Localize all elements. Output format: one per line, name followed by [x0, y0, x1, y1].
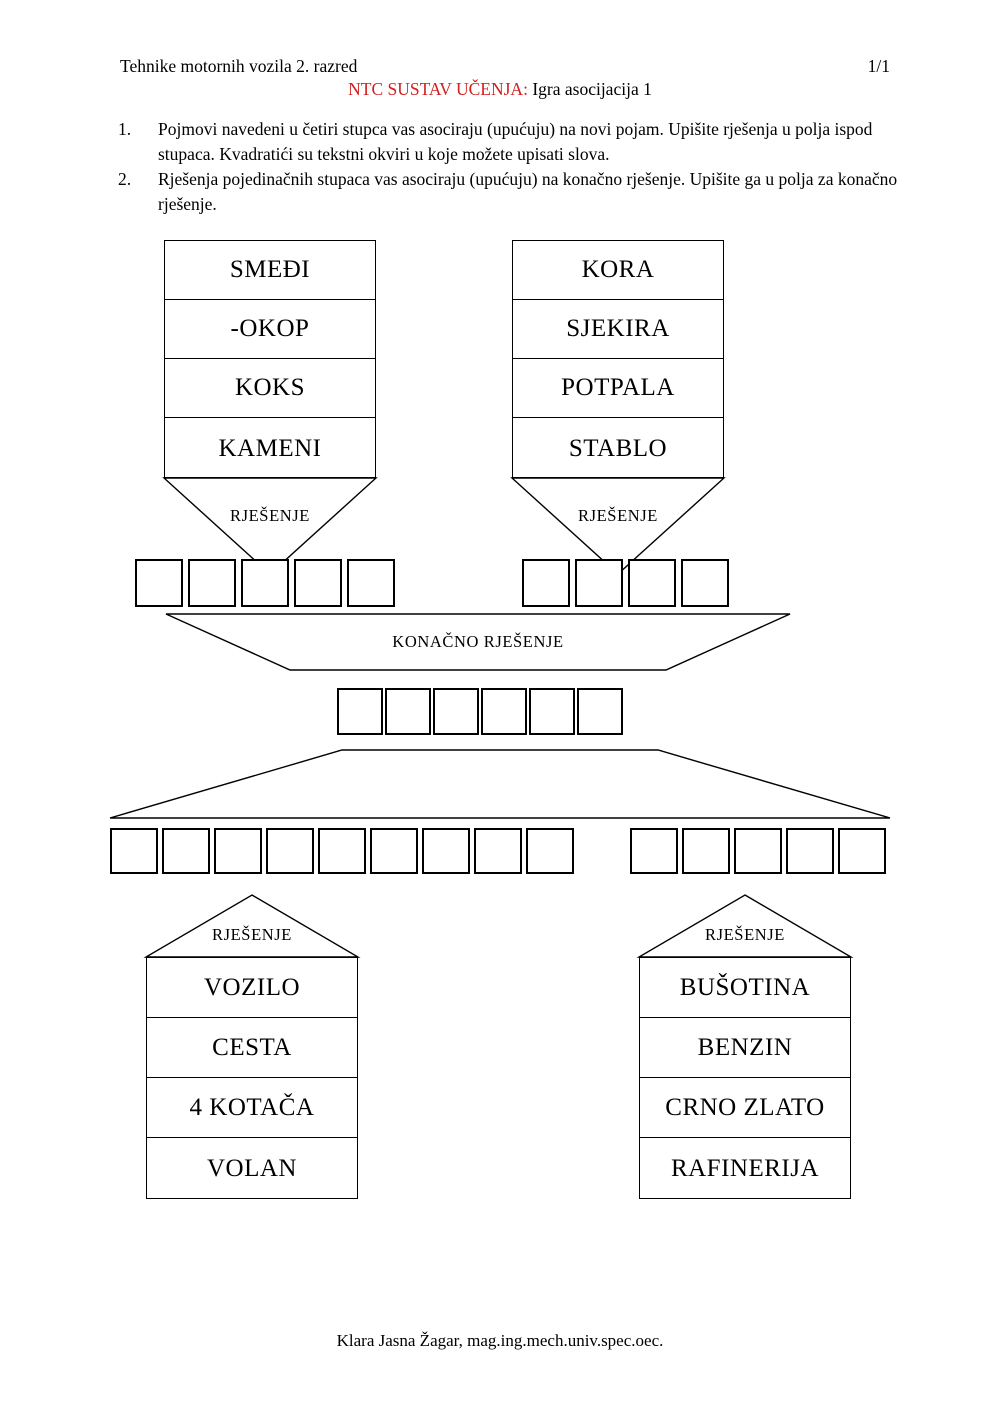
- column-d-cell-1: BUŠOTINA: [640, 958, 850, 1018]
- letter-box[interactable]: [385, 688, 431, 735]
- letter-box[interactable]: [526, 828, 574, 874]
- lower-spread-trapezoid: [109, 749, 891, 819]
- letter-box[interactable]: [786, 828, 834, 874]
- column-d-funnel-label: RJEŠENJE: [705, 925, 785, 944]
- letter-box[interactable]: [734, 828, 782, 874]
- column-b-funnel-label: RJEŠENJE: [578, 506, 658, 525]
- letter-box[interactable]: [474, 828, 522, 874]
- subtitle-brand: NTC SUSTAV UČENJA:: [348, 79, 528, 99]
- header-title: Tehnike motornih vozila 2. razred: [120, 56, 358, 76]
- letter-box[interactable]: [422, 828, 470, 874]
- letter-box[interactable]: [529, 688, 575, 735]
- instruction-number: 1.: [118, 119, 132, 139]
- column-b-cell-1: KORA: [513, 241, 723, 300]
- final-solution-funnel: KONAČNO RJEŠENJE: [165, 613, 791, 671]
- column-d: BUŠOTINA BENZIN CRNO ZLATO RAFINERIJA: [639, 957, 851, 1199]
- instruction-number: 2.: [118, 168, 132, 189]
- column-d-funnel: RJEŠENJE: [636, 894, 854, 958]
- letter-box[interactable]: [266, 828, 314, 874]
- column-a-cell-4: KAMENI: [218, 434, 322, 462]
- column-a-answer-boxes[interactable]: [135, 559, 395, 607]
- letter-box[interactable]: [188, 559, 236, 607]
- column-b: KORA SJEKIRA POTPALA STABLO: [512, 240, 724, 478]
- column-c-cell-4: VOLAN: [207, 1155, 297, 1182]
- column-c-funnel-label: RJEŠENJE: [212, 925, 292, 944]
- instruction-item: 1. Pojmovi navedeni u četiri stupca vas …: [118, 117, 898, 167]
- column-b-cell-2: SJEKIRA: [513, 300, 723, 359]
- column-d-cell-4: RAFINERIJA: [670, 1155, 820, 1182]
- letter-box[interactable]: [294, 559, 342, 607]
- letter-box[interactable]: [318, 828, 366, 874]
- letter-box[interactable]: [575, 559, 623, 607]
- subtitle-rest: Igra asocijacija 1: [527, 79, 652, 99]
- page-footer: Klara Jasna Žagar, mag.ing.mech.univ.spe…: [336, 1331, 664, 1350]
- column-c-cell-2: CESTA: [147, 1018, 357, 1078]
- letter-box[interactable]: [630, 828, 678, 874]
- letter-box[interactable]: [110, 828, 158, 874]
- column-c: VOZILO CESTA 4 KOTAČA VOLAN: [146, 957, 358, 1199]
- letter-box[interactable]: [682, 828, 730, 874]
- instruction-item: 2. Rješenja pojedinačnih stupaca vas aso…: [118, 167, 898, 217]
- letter-box[interactable]: [628, 559, 676, 607]
- column-b-answer-boxes[interactable]: [522, 559, 729, 607]
- letter-box[interactable]: [241, 559, 289, 607]
- letter-box[interactable]: [681, 559, 729, 607]
- instruction-text: Rješenja pojedinačnih stupaca vas asocir…: [158, 168, 898, 214]
- column-c-cell-1: VOZILO: [147, 958, 357, 1018]
- final-answer-boxes[interactable]: [337, 688, 623, 735]
- column-a: SMEĐI -OKOP KOKS KAMENI: [164, 240, 376, 478]
- column-a-cell-1: SMEĐI: [165, 241, 375, 300]
- column-a-cell-3: KOKS: [165, 359, 375, 418]
- letter-box[interactable]: [214, 828, 262, 874]
- column-b-cell-3: POTPALA: [513, 359, 723, 418]
- column-c-answer-boxes[interactable]: [110, 828, 574, 874]
- column-d-cell-3: CRNO ZLATO: [640, 1078, 850, 1138]
- column-c-funnel: RJEŠENJE: [143, 894, 361, 958]
- letter-box[interactable]: [162, 828, 210, 874]
- column-c-cell-3: 4 KOTAČA: [147, 1078, 357, 1138]
- letter-box[interactable]: [337, 688, 383, 735]
- instruction-text: Pojmovi navedeni u četiri stupca vas aso…: [158, 119, 873, 164]
- letter-box[interactable]: [577, 688, 623, 735]
- column-b-cell-4: STABLO: [568, 434, 668, 462]
- column-d-answer-boxes[interactable]: [630, 828, 886, 874]
- worksheet-subtitle: NTC SUSTAV UČENJA: Igra asocijacija 1: [0, 79, 1000, 100]
- letter-box[interactable]: [370, 828, 418, 874]
- column-d-cell-2: BENZIN: [640, 1018, 850, 1078]
- letter-box[interactable]: [135, 559, 183, 607]
- letter-box[interactable]: [838, 828, 886, 874]
- page-indicator: 1/1: [867, 56, 890, 76]
- final-solution-label: KONAČNO RJEŠENJE: [392, 632, 564, 651]
- page-header: Tehnike motornih vozila 2. razred 1/1: [120, 56, 890, 77]
- letter-box[interactable]: [433, 688, 479, 735]
- letter-box[interactable]: [347, 559, 395, 607]
- instructions-list: 1. Pojmovi navedeni u četiri stupca vas …: [118, 117, 898, 216]
- letter-box[interactable]: [481, 688, 527, 735]
- letter-box[interactable]: [522, 559, 570, 607]
- column-a-cell-2: -OKOP: [165, 300, 375, 359]
- column-a-funnel-label: RJEŠENJE: [230, 506, 310, 525]
